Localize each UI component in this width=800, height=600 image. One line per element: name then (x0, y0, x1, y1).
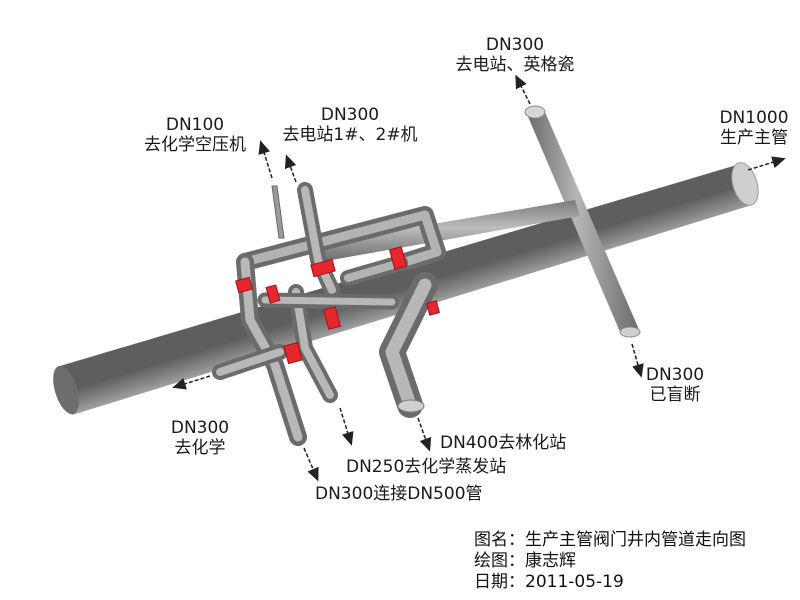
label-dn100-air: DN100 去化学空压机 (130, 115, 260, 155)
label-size: DN300 (320, 105, 380, 125)
pipe-dn400-elbow (379, 272, 438, 418)
label-dn300-chem: DN300 去化学 (160, 418, 240, 458)
label-dn400-forest: DN400去林化站 (440, 433, 566, 453)
label-size: DN100 (165, 115, 225, 135)
label-size: DN300 (170, 418, 230, 438)
label-dest: 去化学空压机 (144, 135, 246, 155)
label-size: DN300 (645, 365, 705, 385)
label-dn300-connect: DN300连接DN500管 (315, 484, 483, 504)
valve-1 (310, 258, 336, 278)
label-dest: 去化学 (174, 438, 226, 458)
label-dn1000-main: DN1000 生产主管 (708, 108, 800, 148)
label-dn250-evap: DN250去化学蒸发站 (346, 457, 506, 477)
arrow-dn300-chem (172, 375, 211, 390)
label-text: DN300连接DN500管 (315, 484, 483, 504)
valve-2 (389, 246, 407, 270)
label-dn300-power-ceramic: DN300 去电站、英格瓷 (440, 35, 590, 75)
drawing-caption: 图名：生产主管阀门井内管道走向图 绘图：康志辉 日期：2011-05-19 (474, 530, 746, 593)
pipe-upper-loop (236, 206, 446, 286)
arrow-dn100 (258, 140, 273, 179)
valve-6 (323, 306, 341, 330)
valve-3 (235, 276, 253, 294)
label-text: DN250去化学蒸发站 (346, 457, 507, 477)
arrow-dn300-blind (631, 343, 644, 378)
arrow-dn300-units (284, 154, 297, 183)
pipe-dn100-thin (271, 185, 285, 239)
valve-5 (283, 341, 303, 365)
caption-date: 日期：2011-05-19 (474, 572, 624, 592)
pipe-left-system (212, 182, 400, 446)
label-dest: 已盲断 (649, 385, 701, 405)
caption-title: 图名：生产主管阀门井内管道走向图 (474, 530, 746, 550)
label-dn300-blind: DN300 已盲断 (644, 365, 706, 405)
label-dest: 去电站、英格瓷 (455, 55, 575, 75)
arrow-dn300-connect (303, 447, 319, 482)
caption-author: 绘图：康志辉 (474, 551, 576, 571)
label-text: DN400去林化站 (440, 433, 567, 453)
arrow-dn1000 (747, 156, 786, 171)
label-dest: 去电站1#、2#机 (282, 125, 418, 145)
label-dest: 生产主管 (720, 128, 788, 148)
flow-arrows (172, 74, 786, 482)
valve-7 (426, 300, 440, 316)
valve-4 (265, 284, 281, 304)
arrow-dn250 (339, 407, 354, 446)
valves (235, 246, 440, 365)
arrow-dn400 (417, 417, 432, 452)
arrow-dn300-power-ceramic (515, 74, 531, 105)
label-size: DN300 (485, 35, 545, 55)
pipe-dn300-vertical-right (315, 105, 641, 338)
label-dn300-power-units: DN300 去电站1#、2#机 (270, 105, 430, 145)
label-size: DN1000 (719, 108, 789, 128)
